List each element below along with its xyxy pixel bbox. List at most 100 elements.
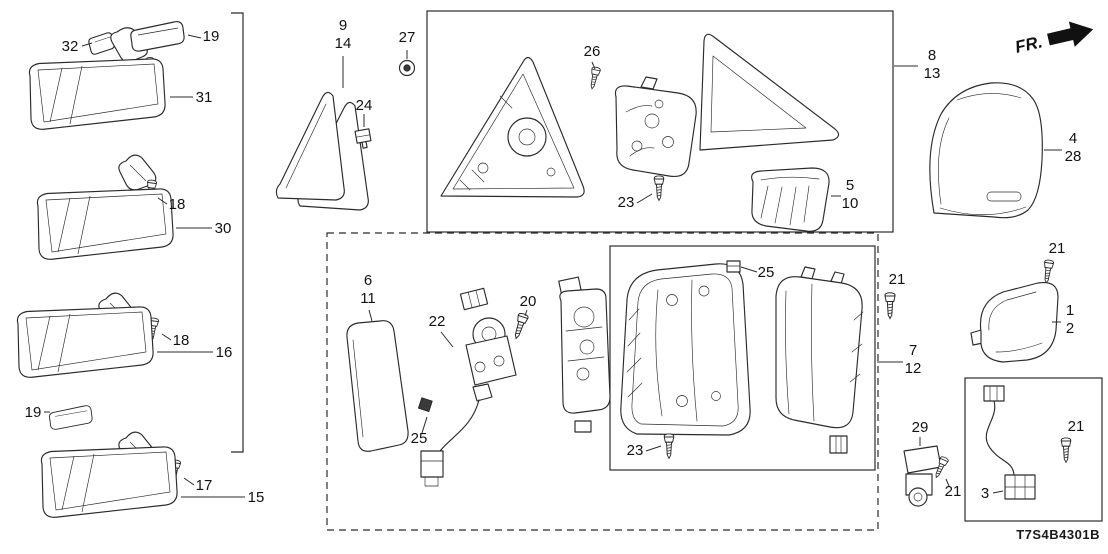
leader-25-harness: [421, 416, 428, 434]
clip-32-detail: [94, 36, 111, 43]
motor-hole-2: [579, 339, 595, 355]
housing-cover-part: [775, 276, 863, 429]
arm-inner: [710, 55, 807, 133]
callout-11: 11: [360, 290, 376, 307]
housing-set-cluster: 25 23: [620, 260, 864, 459]
pad-19-bottom-part: [49, 405, 93, 430]
motor-body: [559, 288, 611, 414]
actuator-wire: [439, 399, 480, 452]
garnish-9-part: [275, 91, 345, 201]
lamp-1-2-part: [979, 281, 1059, 363]
bolt-21-a-cluster: 21: [884, 271, 906, 319]
actuator-connector-top: [459, 287, 489, 311]
bolt-23-lower-part: [663, 433, 675, 459]
grommet-27-cluster: 27: [399, 29, 415, 77]
assembly-callout-8-13: 8 13: [894, 47, 940, 82]
callout-12: 12: [905, 360, 922, 377]
bolt-21-b-part: [1041, 259, 1055, 285]
turn-lamp-cluster: 21 1 2: [970, 240, 1074, 363]
callout-14: 14: [335, 35, 352, 52]
glass-edge: [352, 339, 364, 438]
callout-29: 29: [912, 419, 929, 436]
interior-mirror-15-cluster: 17 15: [40, 431, 265, 518]
cover-hatch: [849, 311, 864, 383]
camera-lens-inner: [913, 492, 923, 502]
mirror-31-part: [28, 58, 166, 130]
lamp-curve-2: [995, 342, 1043, 353]
base-hole-2: [662, 136, 674, 148]
callout-3: 3: [981, 485, 989, 502]
diagram-code: T7S4B4301B: [1016, 527, 1100, 542]
housing-cap-part: [829, 435, 848, 454]
callout-17: 17: [196, 477, 213, 494]
callout-28: 28: [1065, 148, 1082, 165]
motor-hole-1: [573, 306, 595, 328]
camera-cluster: 29 21: [903, 419, 961, 507]
mirror-cap-cluster: 4 28: [929, 82, 1082, 219]
callout-15: 15: [248, 489, 265, 506]
interior-mirror-31-cluster: 32 19 31: [28, 21, 219, 130]
callout-19-bottom: 19: [25, 404, 42, 421]
actuator-foot: [472, 383, 493, 402]
motor-bracket-part: [558, 276, 611, 433]
callout-23-upper: 23: [618, 194, 635, 211]
callout-26: 26: [584, 43, 601, 60]
leader-3: [992, 490, 1004, 494]
connector-tab: [424, 476, 439, 487]
gasket-hatch: [760, 185, 810, 226]
lamp-curve-1: [988, 291, 1037, 331]
leader-22: [440, 331, 454, 348]
base-tab: [640, 76, 658, 90]
callout-18-b: 18: [173, 332, 190, 349]
callout-5: 5: [846, 177, 854, 194]
callout-10: 10: [842, 195, 859, 212]
bolt-23-upper-part: [653, 175, 665, 201]
callout-21-a: 21: [889, 271, 906, 288]
leader-18-b: [161, 333, 172, 341]
callout-22: 22: [429, 313, 446, 330]
leader-23-lower: [645, 445, 662, 452]
callout-21-d: 21: [1068, 418, 1085, 435]
leader-19-top: [187, 34, 202, 39]
grommet-27-hole: [403, 64, 411, 72]
leader-20: [524, 309, 528, 317]
callout-24: 24: [356, 97, 373, 114]
callout-1: 1: [1066, 302, 1074, 319]
callout-25-harness: 25: [411, 430, 428, 447]
garnish-inner: [452, 73, 575, 190]
leader-18-a: [157, 197, 168, 205]
base-hole-1: [644, 113, 660, 129]
fr-direction-indicator: FR.: [1013, 21, 1094, 57]
base-gasket-cluster: 5 10: [751, 167, 859, 232]
garnish-hatch: [459, 95, 513, 191]
callout-23-lower: 23: [627, 442, 644, 459]
clip-25-housing-part: [726, 260, 741, 273]
housing-boss-4: [711, 391, 721, 401]
arm-outline: [699, 33, 840, 151]
motor-rib-2: [567, 356, 605, 362]
cap-curve-2: [956, 93, 1022, 101]
callout-32: 32: [62, 38, 79, 55]
garnish-hole-large: [507, 117, 547, 157]
door-garnish-part: [440, 56, 585, 198]
clip-24-leg: [361, 140, 368, 149]
mirror-arm-triangle: [699, 33, 840, 151]
cover-curve-1: [785, 290, 790, 415]
housing-back-curve-1: [655, 289, 663, 417]
corner-garnish-cluster: 9 14 24: [275, 17, 373, 211]
cap-bottom-edge: [939, 206, 1027, 216]
gasket-5-10-part: [751, 167, 830, 232]
garnish-outline: [440, 56, 585, 198]
callout-13: 13: [924, 65, 941, 82]
callout-31: 31: [196, 89, 213, 106]
mirror-15-part: [40, 446, 178, 518]
camera-harness-cluster: 3 21: [981, 385, 1085, 502]
leader-17: [183, 477, 195, 486]
bolt-21-a-part: [884, 292, 896, 319]
housing-boss-1: [666, 294, 678, 306]
cover-curve-2: [811, 283, 815, 422]
leader-32: [81, 42, 93, 47]
clip-25-harness-part: [417, 397, 433, 413]
